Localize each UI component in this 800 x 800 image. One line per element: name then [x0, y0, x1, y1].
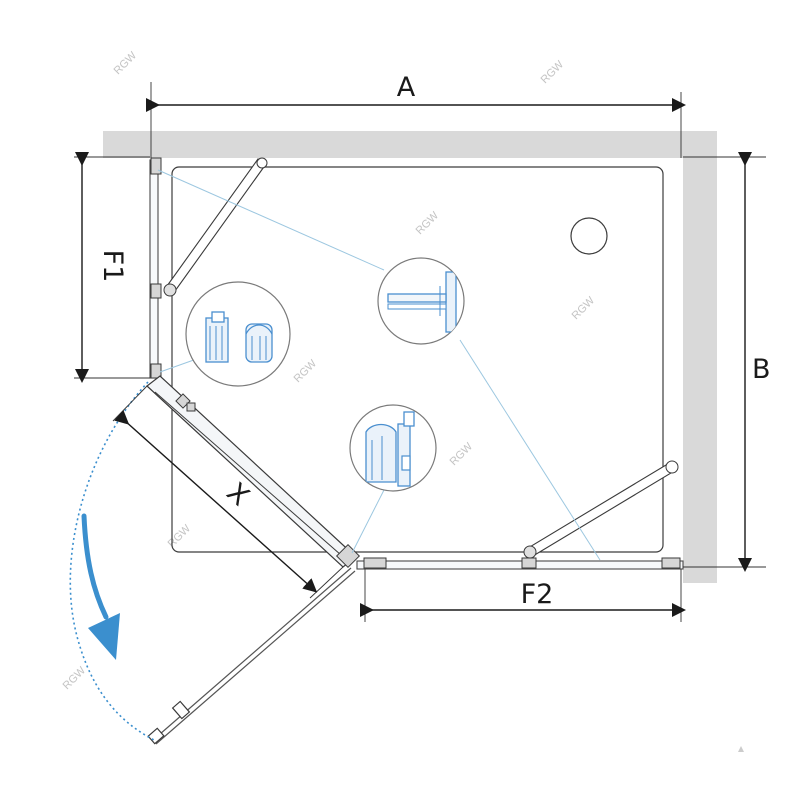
dimension-b-label: B: [752, 354, 771, 385]
door-swing-path: [69, 381, 157, 742]
dimension-b: [683, 152, 766, 572]
watermark: RGW: [112, 49, 140, 77]
stabilizer-bar-bottom: [523, 460, 679, 559]
stabilizer-bar-top: [163, 157, 268, 297]
fixed-panel-f1: [149, 157, 162, 379]
watermark: RGW: [414, 209, 442, 237]
watermark: RGW: [570, 294, 598, 322]
dimension-x-label: X: [220, 477, 254, 512]
watermark: RGW: [166, 522, 194, 550]
dimension-a: [146, 82, 686, 160]
curved-arrow-icon: [81, 513, 109, 620]
watermark: RGW: [292, 357, 320, 385]
watermark: RGW: [539, 58, 567, 86]
wall-back: [103, 131, 717, 158]
dimension-f2-label: F2: [521, 579, 554, 610]
watermark: RGW: [448, 440, 476, 468]
dimension-x: [112, 385, 344, 599]
dimension-f1-label: F1: [97, 250, 128, 283]
leader-lines: [157, 169, 601, 561]
corner-mark: [738, 746, 744, 752]
detail-callout-magnetic-profiles: [185, 281, 291, 387]
dimension-a-label: A: [397, 72, 416, 103]
detail-callout-wall-profile: [377, 257, 465, 345]
detail-callout-hinge: [349, 404, 437, 492]
wall-side: [683, 131, 717, 583]
fixed-panel-f2: [356, 557, 684, 570]
shower-tray: [171, 166, 664, 553]
drain-icon: [570, 217, 608, 255]
door-open-position: [147, 567, 356, 745]
dimension-f2: [360, 569, 686, 622]
curved-arrow-head: [88, 613, 120, 660]
watermark: RGW: [61, 664, 89, 692]
dimension-f1: [74, 152, 150, 383]
